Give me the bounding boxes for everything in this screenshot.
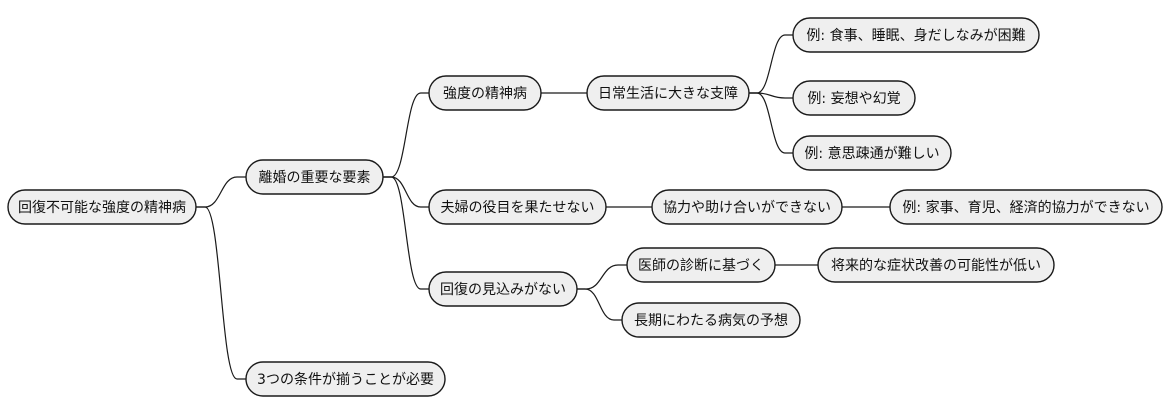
node-label-example-delusions: 例: 妄想や幻覚 (807, 91, 900, 107)
node-label-low-improvement-chance: 将来的な症状改善の可能性が低い (831, 258, 1041, 274)
node-example-communication[interactable]: 例: 意思疎通が難しい (792, 135, 952, 171)
edge-key-factors-to-spouse-role-failure (382, 176, 430, 208)
node-label-no-recovery-prospect: 回復の見込みがない (440, 281, 566, 298)
node-box-no-recovery-prospect[interactable] (428, 271, 578, 307)
node-key-factors[interactable]: 離婚の重要な要素 (245, 159, 384, 195)
node-layer: 回復不可能な強度の精神病 離婚の重要な要素 3つの条件が揃うことが必要 強度の精神病夫… (7, 17, 1163, 397)
edge-root-to-key-factors (195, 176, 247, 208)
node-example-household[interactable]: 例: 家事、育児、経済的協力ができない (889, 189, 1163, 225)
node-box-example-communication[interactable] (792, 135, 952, 171)
node-label-example-daily-tasks: 例: 食事、睡眠、身だしなみが困難 (806, 27, 1025, 44)
edge-daily-life-impairment-to-example-delusions (748, 92, 794, 99)
node-label-daily-life-impairment: 日常生活に大きな支障 (598, 86, 738, 102)
edge-no-recovery-prospect-to-long-term-forecast (576, 288, 623, 321)
node-example-daily-tasks[interactable]: 例: 食事、睡眠、身だしなみが困難 (792, 17, 1040, 53)
node-box-example-delusions[interactable] (792, 80, 916, 116)
node-box-doctor-diagnosis[interactable] (626, 247, 776, 283)
node-doctor-diagnosis[interactable]: 医師の診断に基づく (626, 247, 776, 283)
node-long-term-forecast[interactable]: 長期にわたる病気の予想 (621, 302, 801, 338)
edge-daily-life-impairment-to-example-daily-tasks (748, 34, 794, 94)
node-box-example-daily-tasks[interactable] (792, 17, 1040, 53)
node-spouse-role-failure[interactable]: 夫婦の役目を果たせない (428, 189, 607, 225)
node-label-example-communication: 例: 意思疎通が難しい (804, 145, 939, 162)
node-example-delusions[interactable]: 例: 妄想や幻覚 (792, 80, 916, 116)
node-label-example-household: 例: 家事、育児、経済的協力ができない (902, 199, 1149, 216)
node-box-root[interactable] (7, 189, 197, 225)
node-box-three-conditions[interactable] (245, 361, 446, 397)
node-box-long-term-forecast[interactable] (621, 302, 801, 338)
node-label-root: 回復不可能な強度の精神病 (18, 199, 186, 216)
edge-layer (195, 34, 891, 380)
edge-root-to-three-conditions (195, 206, 247, 380)
node-label-spouse-role-failure: 夫婦の役目を果たせない (441, 199, 595, 216)
node-box-no-cooperation[interactable] (651, 189, 843, 225)
node-label-severe-mental-illness: 強度の精神病 (443, 86, 527, 102)
node-box-key-factors[interactable] (245, 159, 384, 195)
edge-no-recovery-prospect-to-doctor-diagnosis (576, 264, 628, 290)
edge-key-factors-to-severe-mental-illness (382, 92, 430, 178)
node-label-three-conditions: 3つの条件が揃うことが必要 (257, 371, 434, 388)
node-three-conditions[interactable]: 3つの条件が揃うことが必要 (245, 361, 446, 397)
node-label-long-term-forecast: 長期にわたる病気の予想 (634, 313, 788, 329)
node-box-low-improvement-chance[interactable] (817, 247, 1055, 283)
node-no-recovery-prospect[interactable]: 回復の見込みがない (428, 271, 578, 307)
node-root[interactable]: 回復不可能な強度の精神病 (7, 189, 197, 225)
node-no-cooperation[interactable]: 協力や助け合いができない (651, 189, 843, 225)
node-box-example-household[interactable] (889, 189, 1163, 225)
edge-daily-life-impairment-to-example-communication (748, 92, 794, 154)
node-label-key-factors: 離婚の重要な要素 (259, 169, 371, 186)
node-label-no-cooperation: 協力や助け合いができない (663, 200, 831, 216)
node-label-doctor-diagnosis: 医師の診断に基づく (638, 257, 764, 274)
node-low-improvement-chance[interactable]: 将来的な症状改善の可能性が低い (817, 247, 1055, 283)
node-box-daily-life-impairment[interactable] (586, 75, 750, 111)
node-severe-mental-illness[interactable]: 強度の精神病 (428, 75, 542, 111)
node-box-spouse-role-failure[interactable] (428, 189, 607, 225)
node-box-severe-mental-illness[interactable] (428, 75, 542, 111)
edge-key-factors-to-no-recovery-prospect (382, 176, 430, 290)
node-daily-life-impairment[interactable]: 日常生活に大きな支障 (586, 75, 750, 111)
